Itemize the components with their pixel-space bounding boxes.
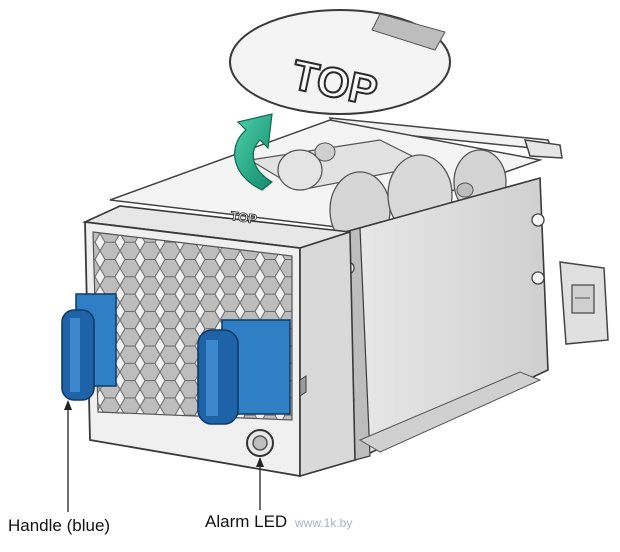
alarm-led-caption: Alarm LED: [205, 512, 288, 531]
handle-caption: Handle (blue): [8, 516, 111, 535]
callout-lines: [64, 400, 264, 512]
curved-arrow-icon: [234, 113, 274, 191]
alarm-led: [246, 429, 274, 457]
handle-left: [61, 293, 117, 401]
module-top-text: TOP: [230, 208, 259, 227]
watermark: www.1k.by: [295, 516, 353, 530]
rear-rail: [328, 117, 609, 345]
handle-right: [197, 319, 291, 425]
top-label-magnifier: TOP: [229, 9, 451, 116]
